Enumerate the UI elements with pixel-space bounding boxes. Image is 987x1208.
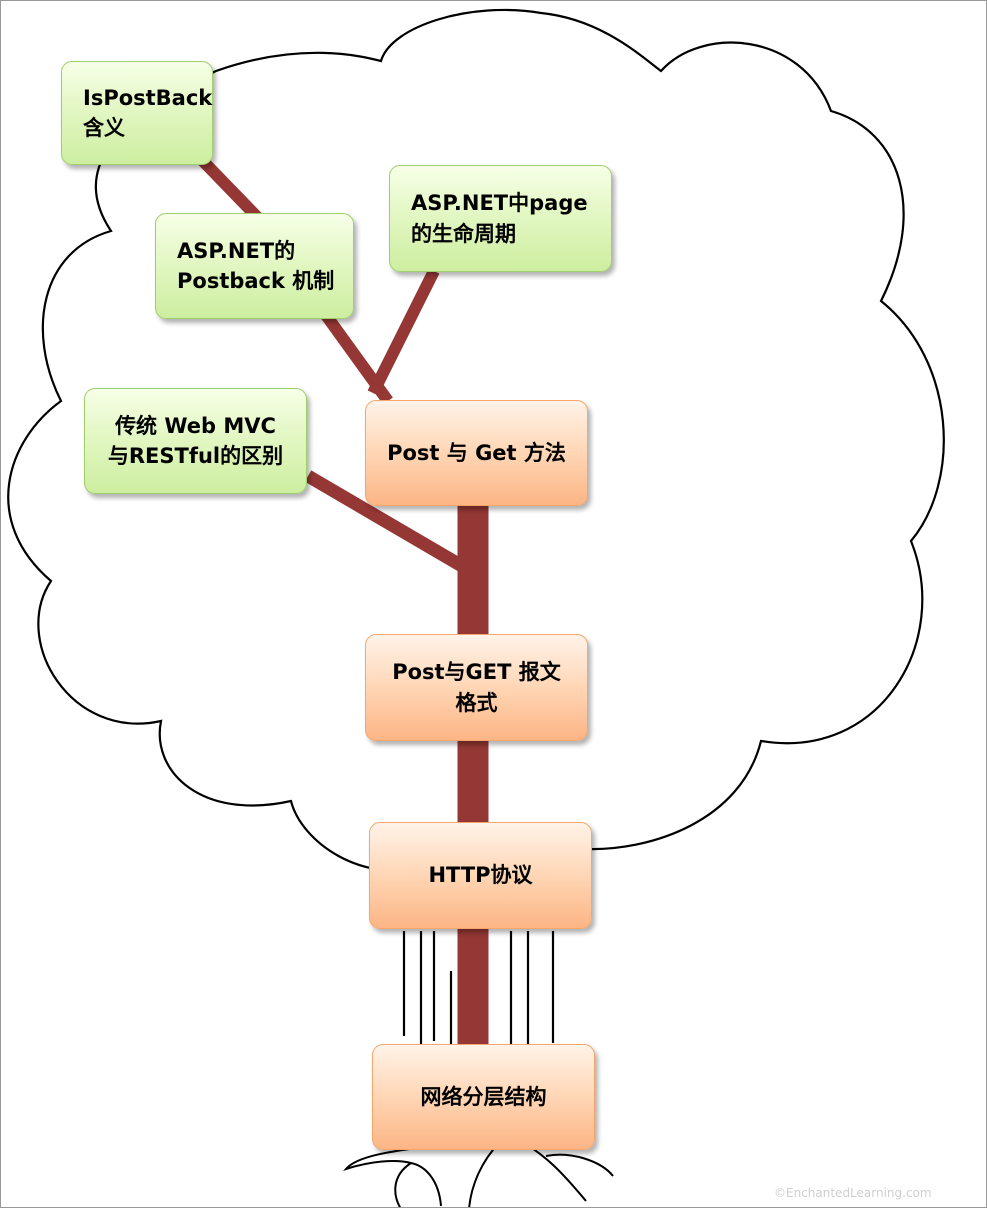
node-postback-mechanism[interactable]: ASP.NET的 Postback 机制 <box>155 213 354 319</box>
tree-roots <box>343 1140 614 1207</box>
node-mvc-rest[interactable]: 传统 Web MVC 与RESTful的区别 <box>84 388 307 494</box>
node-message-format[interactable]: Post与GET 报文 格式 <box>365 634 588 741</box>
trunk-bark-lines <box>402 931 555 1046</box>
node-post-get-method[interactable]: Post 与 Get 方法 <box>365 400 588 506</box>
node-http[interactable]: HTTP协议 <box>369 822 592 929</box>
branch-to-page-lifecycle <box>367 268 440 396</box>
node-network-layers[interactable]: 网络分层结构 <box>372 1044 595 1150</box>
branch-to-postback-mechanism <box>318 307 393 405</box>
branch-to-ispostback <box>196 154 268 228</box>
credit-watermark: ©EnchantedLearning.com <box>774 1186 932 1200</box>
branch-to-mvc-rest <box>304 470 471 575</box>
tree-branches <box>196 154 489 1046</box>
node-ispostback[interactable]: IsPostBack 含义 <box>61 61 213 165</box>
node-page-lifecycle[interactable]: ASP.NET中page 的生命周期 <box>389 165 612 272</box>
